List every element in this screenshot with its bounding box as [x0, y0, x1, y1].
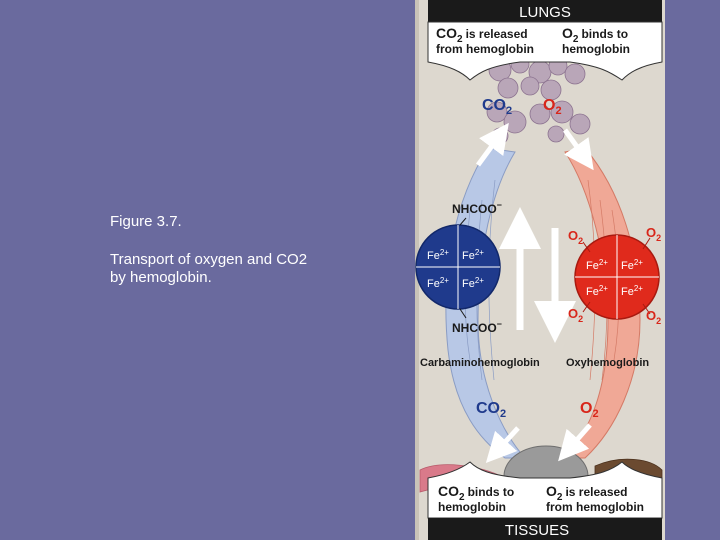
fe-label-3: Fe2+ [427, 276, 449, 290]
tissues-banner [428, 518, 662, 540]
co2-lungs-label: CO2 [482, 97, 512, 117]
fe-label-2: Fe2+ [462, 248, 484, 262]
o2-tissues-label: O2 [580, 400, 599, 420]
arrow-co2-from-tissues [485, 426, 520, 464]
tissues-left-line2: hemoglobin [438, 500, 506, 514]
carbaminohemoglobin-label: Carbaminohemoglobin [420, 357, 540, 369]
carbamate-top-label: NHCOO− [452, 200, 502, 216]
lungs-banner [428, 0, 662, 22]
lung-alveoli [486, 54, 591, 145]
oxy-fe-label-1: Fe2+ [586, 258, 608, 272]
oxy-fe-label-2: Fe2+ [621, 258, 643, 272]
carbamate-bottom-bond [459, 308, 467, 319]
oxy-o2-top-left: O2 [568, 228, 583, 246]
carbamate-bottom-label: NHCOO− [452, 319, 502, 335]
carbamate-top-bond [459, 217, 467, 226]
tissues-callout-box [427, 461, 663, 519]
lungs-header: LUNGS [519, 4, 571, 21]
fe-label-1: Fe2+ [427, 248, 449, 262]
lungs-right-line2: hemoglobin [562, 42, 630, 56]
lungs-left-line2: from hemoglobin [436, 42, 534, 56]
o2-lungs-label: O2 [543, 97, 562, 117]
arrow-co2-to-lungs [475, 122, 509, 167]
figure-caption-line-2: by hemoglobin. [110, 269, 212, 286]
oxy-o2-bottom-right: O2 [646, 308, 661, 326]
tissues-header: TISSUES [505, 522, 569, 539]
tissues-right-line2: from hemoglobin [546, 500, 644, 514]
figure-caption-line-1: Transport of oxygen and CO2 [110, 251, 308, 268]
arrow-o2-from-lungs [562, 128, 594, 171]
figure-number: Figure 3.7. [110, 213, 182, 230]
oxy-fe-label-3: Fe2+ [586, 284, 608, 298]
oxyhemoglobin-label: Oxyhemoglobin [566, 357, 649, 369]
co2-tissues-label: CO2 [476, 400, 506, 420]
oxy-fe-label-4: Fe2+ [621, 284, 643, 298]
oxy-o2-bottom-left: O2 [568, 306, 583, 324]
oxy-o2-bonds [582, 237, 651, 315]
arrow-o2-to-tissues [558, 423, 592, 462]
oxy-o2-top-right: O2 [646, 225, 661, 243]
lungs-callout-box [427, 21, 663, 81]
fe-label-4: Fe2+ [462, 276, 484, 290]
